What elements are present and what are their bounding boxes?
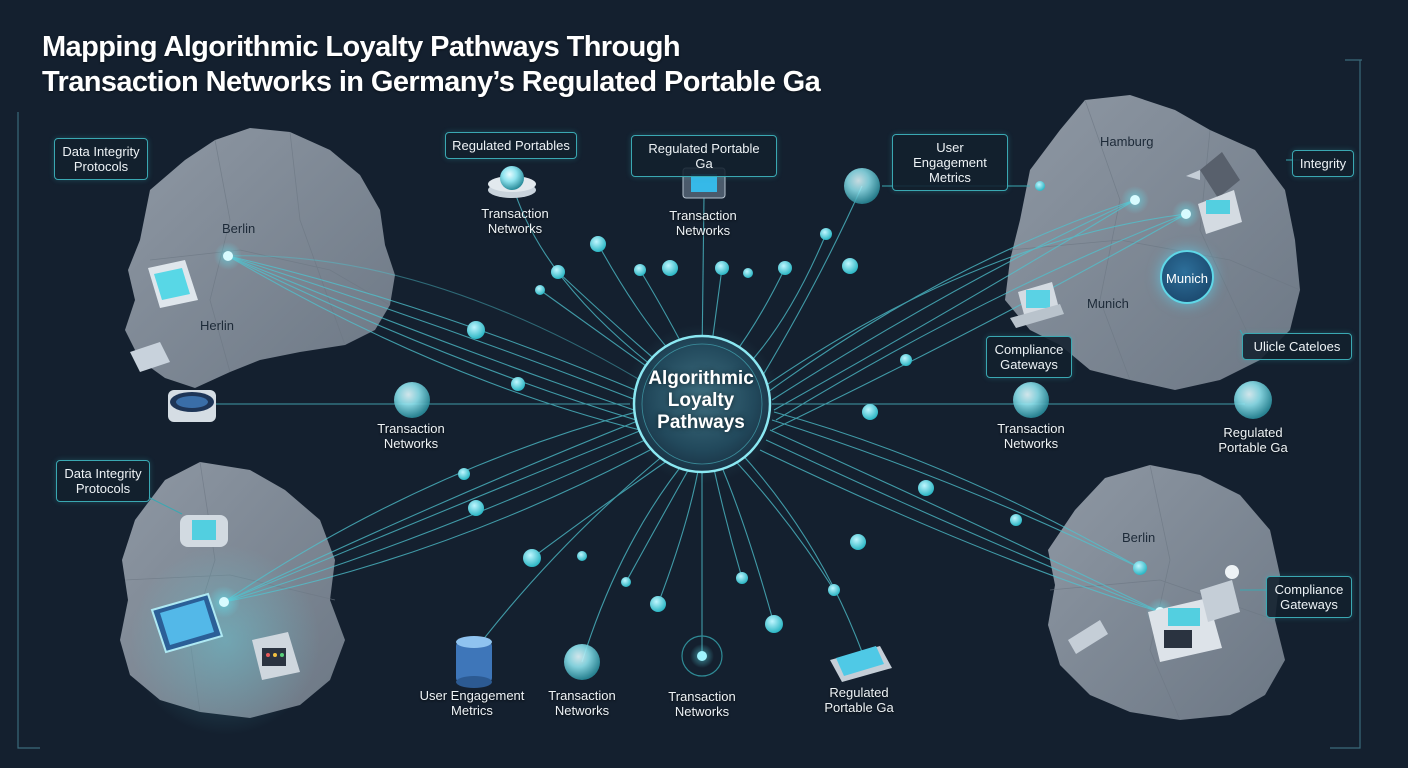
box-compliance-mid: Compliance Gateways [986, 336, 1072, 378]
device-icon-console-right [1010, 282, 1064, 328]
city-label-hamburg: Hamburg [1100, 134, 1154, 149]
hub-node [622, 324, 782, 484]
label-text: Networks [487, 221, 543, 236]
box-text: Integrity [1299, 156, 1347, 171]
device-icon-terminal-right [1198, 190, 1242, 234]
device-icon-laptop-right [1186, 152, 1240, 198]
network-dots [458, 181, 1147, 633]
germany-map-top-left [125, 128, 395, 388]
glow-bottom-left [130, 545, 320, 735]
box-text: Data Integrity [62, 144, 140, 159]
label-regulated-portable-ga-right: Regulated Portable Ga [1204, 425, 1302, 455]
label-text: Portable Ga [1218, 440, 1288, 455]
label-regulated-portable-ga-bottom: Regulated Portable Ga [810, 685, 908, 715]
box-data-integrity-top: Data Integrity Protocols [54, 138, 148, 180]
hub-label-line-3: Pathways [657, 412, 745, 433]
frame-lines [17, 59, 1362, 749]
label-text: Networks [675, 223, 731, 238]
box-integrity: Integrity [1292, 150, 1354, 177]
label-text: Transaction [377, 421, 445, 436]
box-text: User Engagement [913, 140, 987, 170]
box-text: Ulicle Catelоes [1253, 339, 1341, 354]
label-text: Regulated [1223, 425, 1283, 440]
city-label-herlin: Herlin [200, 318, 234, 333]
sphere-nodes [394, 168, 1272, 680]
box-text: Compliance [1274, 582, 1344, 597]
device-icon-database-bottom [456, 636, 492, 688]
label-text: Networks [674, 704, 730, 719]
box-text: Regulated Portables [452, 138, 570, 153]
box-text: Regulated Portable Ga [648, 141, 760, 171]
label-transaction-networks-left: Transaction Networks [362, 421, 460, 451]
box-compliance-bottom: Compliance Gateways [1266, 576, 1352, 618]
label-transaction-networks-bottom-1: Transaction Networks [533, 688, 631, 718]
label-user-engagement-bottom: User Engagement Metrics [408, 688, 536, 718]
box-unicle-cateloes: Ulicle Catelоes [1242, 333, 1352, 360]
device-icon-tablet-bottom-left [150, 592, 224, 654]
device-icon-tablet-left [130, 260, 198, 372]
box-text: Compliance [994, 342, 1064, 357]
label-transaction-networks-top: Transaction Networks [466, 206, 564, 236]
device-icon-handheld-left [180, 515, 228, 547]
city-label-munich: Munich [1087, 296, 1129, 311]
box-regulated-portables: Regulated Portables [445, 132, 577, 159]
box-user-engagement-top: User Engagement Metrics [892, 134, 1008, 191]
hub-label-line-1: Algorithmic [648, 368, 754, 389]
label-text: Transaction [481, 206, 549, 221]
box-text: Protocols [75, 481, 131, 496]
box-data-integrity-bottom: Data Integrity Protocols [56, 460, 150, 502]
page-title: Mapping Algorithmic Loyalty Pathways Thr… [42, 30, 821, 100]
label-text: Transaction [548, 688, 616, 703]
city-label-berlin-bottom-right: Berlin [1122, 530, 1156, 545]
label-text: Networks [1003, 436, 1059, 451]
label-transaction-networks-top-2: Transaction Networks [654, 208, 752, 238]
device-icon-tablet-bottom [830, 646, 892, 682]
label-text: Transaction [997, 421, 1065, 436]
label-text: Networks [383, 436, 439, 451]
germany-map-bottom-right [1048, 464, 1285, 721]
label-text: User Engagement [419, 688, 525, 703]
label-text: Transaction [669, 208, 737, 223]
hub-label-line-2: Loyalty [667, 390, 735, 411]
device-icon-stack [488, 166, 536, 198]
label-text: Portable Ga [824, 700, 894, 715]
city-label-berlin-top-left: Berlin [222, 221, 256, 236]
city-badge-munich: Munich [1160, 250, 1214, 304]
box-text: Data Integrity [64, 466, 142, 481]
label-transaction-networks-bottom-2: Transaction Networks [653, 689, 751, 719]
box-text: Metrics [929, 170, 971, 185]
hub-label: Algorithmic Loyalty Pathways [620, 368, 782, 434]
box-regulated-portable-ga-top: Regulated Portable Ga [631, 135, 777, 177]
title-line-1: Mapping Algorithmic Loyalty Pathways Thr… [42, 31, 681, 63]
title-line-2: Transaction Networks in Germany’s Regula… [42, 66, 821, 98]
label-text: Transaction [668, 689, 736, 704]
device-icon-disk-left [168, 390, 216, 422]
label-text: Networks [554, 703, 610, 718]
label-text: Metrics [451, 703, 493, 718]
box-text: Gateways [1000, 357, 1058, 372]
box-text: Protocols [73, 159, 129, 174]
device-icon-terminal-bottom-left [252, 632, 300, 680]
label-text: Regulated [829, 685, 889, 700]
label-transaction-networks-right: Transaction Networks [982, 421, 1080, 451]
device-icon-terminal-bottom-right [1068, 565, 1240, 662]
box-text: Gateways [1280, 597, 1338, 612]
